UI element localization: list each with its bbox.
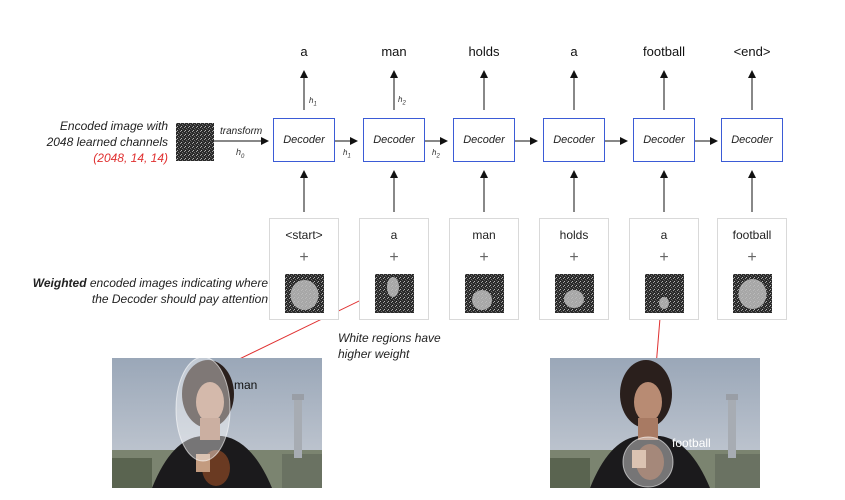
attention-region	[738, 279, 767, 309]
input-word-5: a	[660, 228, 668, 242]
output-word-2: man	[381, 44, 407, 59]
h0-label: h0	[236, 147, 245, 160]
input-word-6: football	[732, 228, 772, 242]
input-word-4: holds	[559, 228, 589, 242]
photo-label-football: football	[672, 436, 711, 450]
input-box-3: man +	[449, 218, 519, 320]
h2-up-label: h2	[398, 95, 406, 107]
decoder-box-6: Decoder	[721, 118, 783, 162]
plus-sign: +	[299, 249, 309, 266]
attention-region	[290, 280, 319, 310]
decoder-label: Decoder	[731, 134, 773, 146]
attention-region	[387, 277, 399, 297]
encoded-line1: Encoded image with	[59, 119, 168, 133]
attention-region	[659, 297, 669, 309]
weight-note-line1: White regions have	[338, 331, 441, 345]
decoder-box-3: Decoder	[453, 118, 515, 162]
decoder-label: Decoder	[553, 134, 595, 146]
input-word-1: <start>	[285, 228, 323, 242]
encoded-description: Encoded image with 2048 learned channels…	[28, 118, 168, 166]
plus-sign: +	[659, 249, 669, 266]
photo-label-man: man	[234, 378, 258, 392]
attention-region	[564, 290, 584, 308]
weight-note-line2: higher weight	[338, 347, 410, 361]
encoded-line2: 2048 learned channels	[46, 135, 168, 149]
input-box-4: holds +	[539, 218, 609, 320]
attention-region	[472, 290, 492, 310]
plus-sign: +	[569, 249, 579, 266]
transform-label: transform	[220, 126, 263, 137]
input-box-5: a+	[629, 218, 699, 320]
decoder-box-1: Decoder	[273, 118, 335, 162]
photo-man-attention: man	[112, 358, 322, 488]
weighted-description: Weighted encoded images indicating where…	[20, 275, 268, 307]
decoder-label: Decoder	[283, 134, 325, 146]
decoder-label: Decoder	[373, 134, 415, 146]
weight-note: White regions have higher weight	[338, 330, 441, 362]
plus-sign: +	[389, 249, 399, 266]
weighted-rest: encoded images indicating where	[89, 276, 268, 290]
weighted-encoded-image-4	[555, 274, 594, 313]
h1-up-label: h1	[309, 96, 317, 108]
decoder-box-2: Decoder	[363, 118, 425, 162]
encoded-shape: (2048, 14, 14)	[93, 151, 168, 165]
weighted-encoded-image-5	[645, 274, 684, 313]
output-word-6: <end>	[733, 44, 771, 59]
weighted-encoded-image-6	[733, 274, 772, 313]
output-arrows	[300, 70, 756, 110]
weighted-line2: the Decoder should pay attention	[91, 292, 268, 306]
input-box-1: <start> +	[269, 218, 339, 320]
photo-football-scene	[550, 358, 760, 488]
output-word-4: a	[570, 44, 578, 59]
decoder-box-4: Decoder	[543, 118, 605, 162]
decoder-label: Decoder	[463, 134, 505, 146]
photo-man-scene	[112, 358, 322, 488]
input-word-2: a	[390, 228, 398, 242]
weighted-encoded-image-3	[465, 274, 504, 313]
h2-mid-label: h2	[432, 148, 440, 160]
plus-sign: +	[747, 249, 757, 266]
plus-sign: +	[479, 249, 489, 266]
decoder-label: Decoder	[643, 134, 685, 146]
input-box-6: football +	[717, 218, 787, 320]
weighted-encoded-image-2	[375, 274, 414, 313]
input-word-3: man	[472, 228, 496, 242]
output-word-1: a	[300, 44, 308, 59]
input-arrows	[300, 170, 756, 212]
output-word-5: football	[643, 44, 685, 59]
weighted-bold: Weighted	[32, 276, 87, 290]
encoded-image	[176, 123, 214, 161]
decoder-box-5: Decoder	[633, 118, 695, 162]
input-box-2: a+	[359, 218, 429, 320]
output-word-3: holds	[468, 44, 500, 59]
photo-football-attention: football	[550, 358, 760, 488]
weighted-encoded-image-1	[285, 274, 324, 313]
h1-mid-label: h1	[343, 148, 351, 160]
